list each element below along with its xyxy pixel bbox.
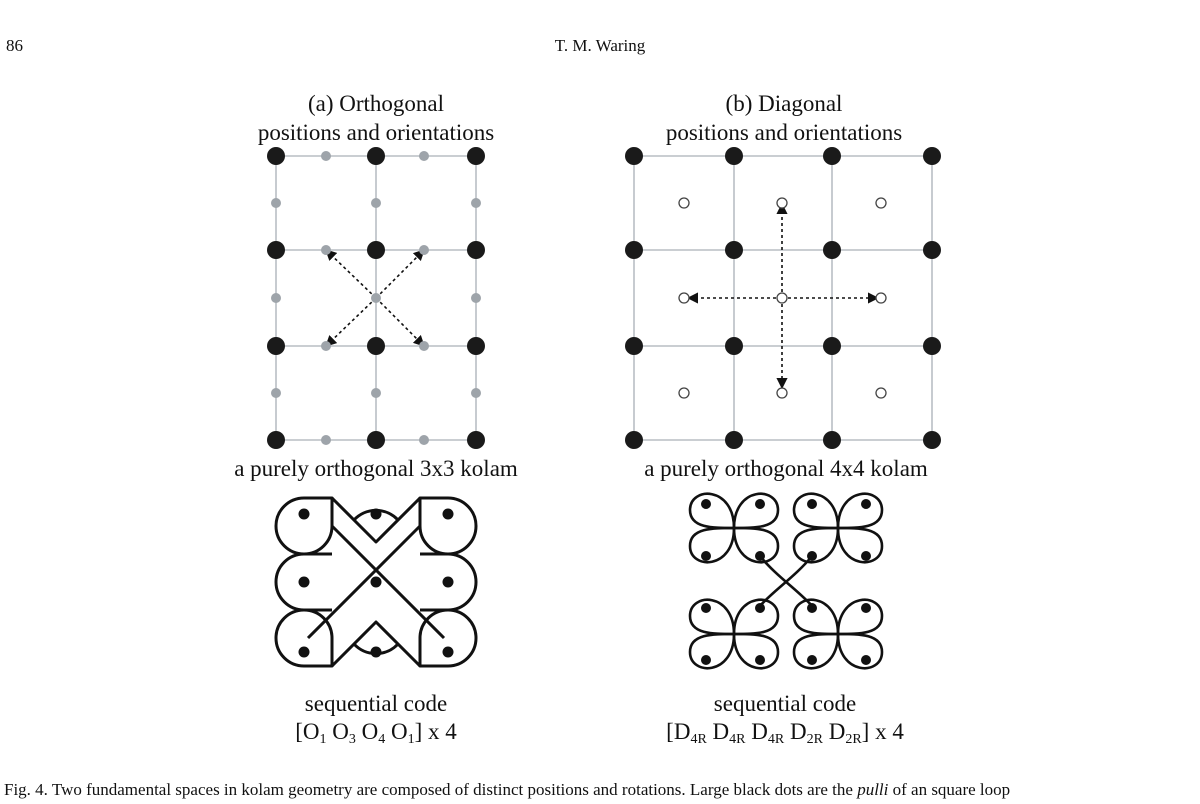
panel-b-title-line1: (b) Diagonal xyxy=(725,91,843,116)
orthogonal-grey-dots xyxy=(271,151,481,445)
kolam-4x4-dots xyxy=(701,499,871,665)
diagonal-open-dots xyxy=(678,197,887,399)
panel-b-kolam-label: a purely orthogonal 4x4 kolam xyxy=(644,456,928,481)
kolam-unit-bottom-right xyxy=(792,598,884,670)
orthogonal-pulli-dots xyxy=(267,147,485,449)
diagonal-pulli-dots xyxy=(625,147,941,449)
panel-a-title: (a) Orthogonal positions and orientation… xyxy=(226,89,526,147)
diagonal-arrows xyxy=(686,202,880,390)
panel-a-title-line1: (a) Orthogonal xyxy=(307,91,445,116)
kolam-unit-bottom-left xyxy=(688,598,780,670)
panel-a-sequential-code: sequential code [O1 O3 O4 O1] x 4 xyxy=(226,690,526,754)
panel-a-code-formula: [O1 O3 O4 O1] x 4 xyxy=(295,719,457,747)
panel-b-code-title: sequential code xyxy=(713,691,857,716)
figure-caption: Fig. 4. Two fundamental spaces in kolam … xyxy=(4,780,1011,799)
running-head: T. M. Waring xyxy=(554,36,646,55)
kolam-3x3-dots xyxy=(298,508,454,658)
panel-b-code-formula: [D4R D4R D4R D2R D2R] x 4 xyxy=(666,719,904,747)
kolam-unit-top-left xyxy=(688,492,780,564)
panel-a-title-line2: positions and orientations xyxy=(257,120,495,145)
panel-b-sequential-code: sequential code [D4R D4R D4R D2R D2R] x … xyxy=(600,690,970,754)
panel-a-kolam-label: a purely orthogonal 3x3 kolam xyxy=(234,456,518,481)
page-number: 86 xyxy=(6,36,23,55)
orthogonal-arrows xyxy=(325,249,425,347)
kolam-unit-top-right xyxy=(792,492,884,564)
panel-b-title-line2: positions and orientations xyxy=(665,120,903,145)
panel-b-title: (b) Diagonal positions and orientations xyxy=(634,89,934,147)
panel-a-code-title: sequential code xyxy=(304,691,448,716)
